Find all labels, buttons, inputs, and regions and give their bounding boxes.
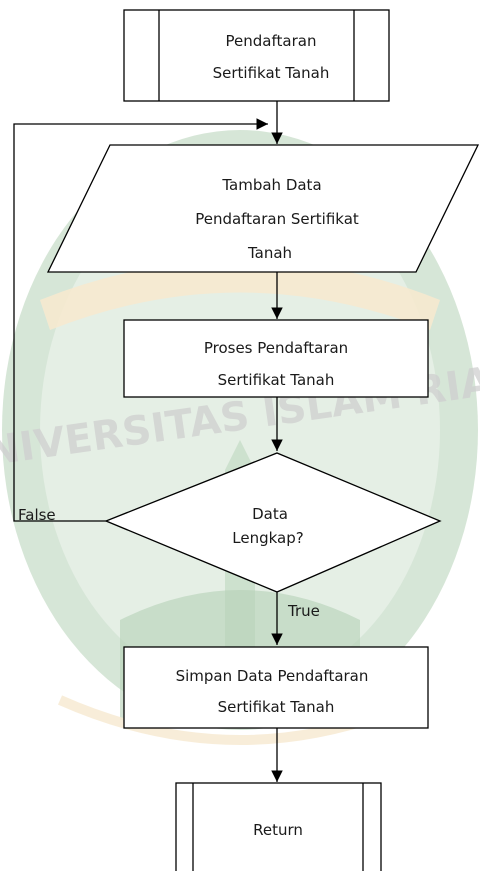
save-label-line2: Sertifikat Tanah xyxy=(218,698,335,716)
input-label-line3: Tanah xyxy=(247,244,292,262)
connector-false-loop xyxy=(13,118,268,522)
input-node: Tambah Data Pendaftaran Sertifikat Tanah xyxy=(46,144,480,273)
decision-label-line2: Lengkap? xyxy=(232,529,303,547)
input-label-line1: Tambah Data xyxy=(221,176,321,194)
save-label-line1: Simpan Data Pendaftaran xyxy=(176,667,369,685)
true-label: True xyxy=(287,602,320,620)
start-label-line2: Sertifikat Tanah xyxy=(213,64,330,82)
process-label-line1: Proses Pendaftaran xyxy=(204,339,348,357)
start-node: Pendaftaran Sertifikat Tanah xyxy=(123,9,390,102)
save-node: Simpan Data Pendaftaran Sertifikat Tanah xyxy=(123,646,429,729)
false-label: False xyxy=(18,506,56,524)
end-node: Return xyxy=(175,782,382,871)
start-label-line1: Pendaftaran xyxy=(226,32,317,50)
input-label-line2: Pendaftaran Sertifikat xyxy=(195,210,359,228)
process-node: Proses Pendaftaran Sertifikat Tanah xyxy=(123,319,429,398)
process-label-line2: Sertifikat Tanah xyxy=(218,371,335,389)
end-label: Return xyxy=(253,821,303,839)
decision-label-line1: Data xyxy=(252,505,288,523)
